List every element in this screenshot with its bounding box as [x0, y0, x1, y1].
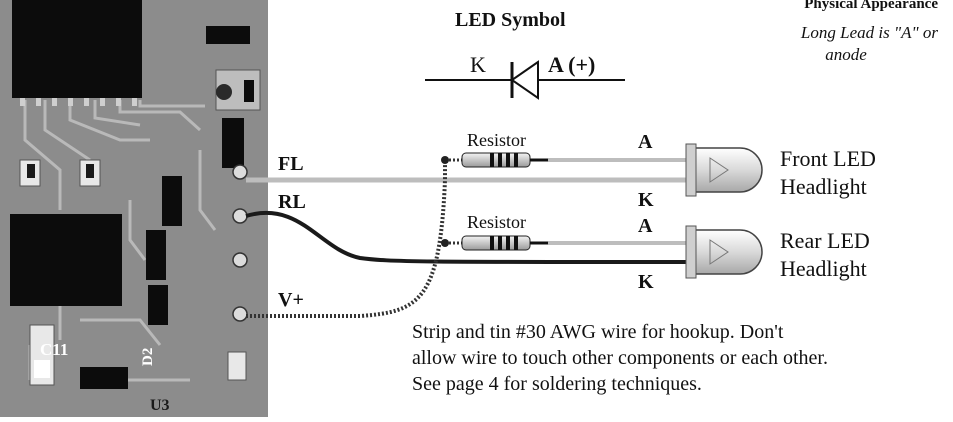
physical-note-line2: anode: [825, 45, 867, 64]
front-led-a-label: A: [638, 131, 653, 153]
resistor-1-label: Resistor: [467, 130, 526, 150]
led-symbol-title: LED Symbol: [455, 9, 566, 31]
rear-led-k-label: K: [638, 271, 654, 293]
rear-led-headlight: Headlight: [780, 256, 867, 281]
junction-dot: [441, 156, 449, 164]
junction-dot: [441, 239, 449, 247]
wires: [245, 156, 691, 318]
rear-led: [685, 225, 763, 279]
fl-label: FL: [278, 153, 304, 175]
pcb-label-u3: U3: [150, 397, 170, 414]
instruction-line-2: allow wire to touch other components or …: [412, 347, 828, 369]
front-led-name: Front LED: [780, 146, 876, 171]
rear-led-name: Rear LED: [780, 228, 870, 253]
pcb-traces: [20, 100, 217, 382]
rl-wire: [245, 210, 691, 264]
ic-chip-top: [12, 0, 142, 98]
chip-pins: [20, 98, 137, 106]
vplus-label: V+: [278, 289, 304, 311]
front-led-headlight: Headlight: [780, 174, 867, 199]
physical-title: Physical Appearance: [804, 0, 938, 12]
led-symbol-a: A (+): [548, 52, 595, 77]
resistor-2: [461, 235, 690, 251]
vplus-wire: [246, 160, 447, 318]
led-symbol-k: K: [470, 52, 486, 77]
physical-note-line1: Long Lead is "A" or: [800, 23, 938, 42]
led-symbol: [425, 60, 625, 100]
rear-led-a-label: A: [638, 215, 653, 237]
instruction-line-3: See page 4 for soldering techniques.: [412, 373, 702, 395]
ic-chip-middle: [10, 214, 122, 306]
instruction-line-1: Strip and tin #30 AWG wire for hookup. D…: [412, 321, 784, 343]
rl-label: RL: [278, 191, 306, 213]
resistor-1: [461, 152, 690, 168]
wire-pads: [232, 164, 248, 322]
front-led-k-label: K: [638, 189, 654, 211]
resistor-2-label: Resistor: [467, 212, 526, 232]
pcb-label-d2: D2: [140, 348, 156, 366]
pcb-label-c11: C11: [40, 340, 68, 359]
pcb-board: C11 D2 U3: [0, 0, 268, 417]
front-led: [685, 143, 763, 197]
